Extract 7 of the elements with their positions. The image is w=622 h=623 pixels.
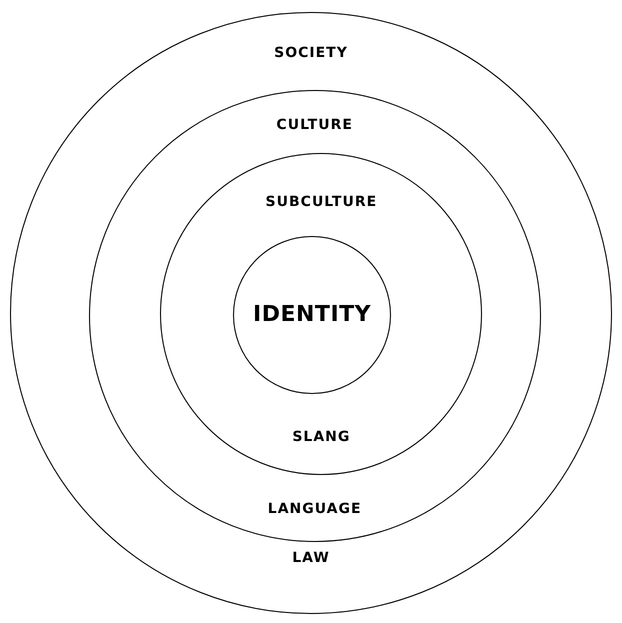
center-label: IDENTITY — [253, 302, 372, 328]
bottom-label: LAW — [292, 548, 330, 567]
bottom-label: SLANG — [292, 428, 350, 446]
bottom-label: LANGUAGE — [268, 500, 362, 518]
heading-label: CULTURE — [276, 116, 353, 134]
heading-label: SOCIETY — [274, 44, 348, 62]
heading-label: SUBCULTURE — [266, 193, 378, 212]
